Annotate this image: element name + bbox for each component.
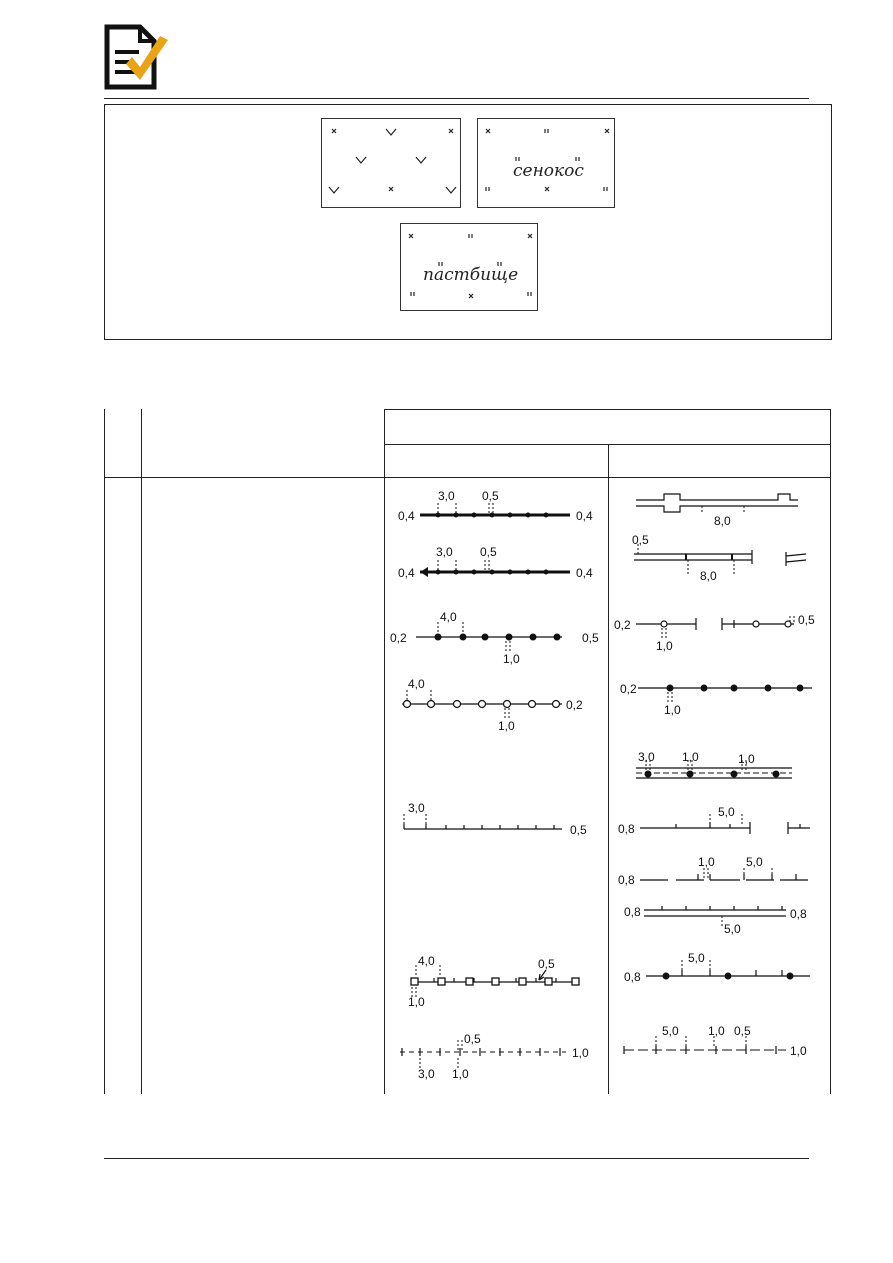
left-symbols-panel: 3,0 0,5 0,4 0,4 3,0 0,5 0,4 0,4 4,0 <box>390 489 599 1081</box>
symbol-row-left-1: 3,0 0,5 0,4 0,4 <box>398 489 593 523</box>
label: 0,2 <box>566 698 583 712</box>
symbol-row-left-6: 4,0 0,5 1,0 <box>408 954 580 1009</box>
symbol-row-right-4: 0,2 1,0 <box>620 682 812 717</box>
label: 5,0 <box>718 805 735 819</box>
pasture-field <box>400 223 538 311</box>
symbol-row-right-9: 0,8 5,0 <box>624 951 810 984</box>
label: 0,8 <box>618 873 635 887</box>
table-border-right <box>830 409 831 1094</box>
label: 1,0 <box>498 719 515 733</box>
label: 0,5 <box>538 957 555 971</box>
label: 0,5 <box>798 613 815 627</box>
table-col-divider-2 <box>384 409 385 1094</box>
label: 1,0 <box>572 1046 589 1060</box>
label: 4,0 <box>440 610 457 624</box>
label: 0,5 <box>570 823 587 837</box>
label: 0,8 <box>618 822 635 836</box>
right-symbols-panel: 8,0 0,5 8,0 0,2 1,0 0,5 0,2 1,0 <box>614 493 815 1058</box>
label: 5,0 <box>746 855 763 869</box>
label: 0,8 <box>624 905 641 919</box>
label: 0,5 <box>632 533 649 547</box>
symbol-row-right-10: 5,0 1,0 0,5 1,0 <box>623 1024 807 1058</box>
label: 1,0 <box>656 639 673 653</box>
label: 0,4 <box>576 509 593 523</box>
label: 1,0 <box>738 752 755 766</box>
pasture-field-label: пастбище <box>423 265 519 285</box>
symbol-row-right-3: 0,2 1,0 0,5 <box>614 613 815 653</box>
label: 5,0 <box>688 951 705 965</box>
symbol-row-right-5: 3,0 1,0 1,0 <box>636 750 792 779</box>
label: 0,5 <box>734 1024 751 1038</box>
label: 1,0 <box>664 703 681 717</box>
label: 1,0 <box>452 1067 469 1081</box>
table-subheader-rule <box>384 444 831 445</box>
label: 0,4 <box>398 509 415 523</box>
label: 4,0 <box>408 677 425 691</box>
header-rule <box>104 98 809 99</box>
symbol-row-left-3: 4,0 0,2 0,5 1,0 <box>390 610 599 666</box>
label: 3,0 <box>638 750 655 764</box>
label: 0,8 <box>624 970 641 984</box>
label: 1,0 <box>408 995 425 1009</box>
label: 0,5 <box>480 545 497 559</box>
footer-rule <box>104 1158 809 1159</box>
label: 0,4 <box>398 566 415 580</box>
table-border-top <box>384 409 831 410</box>
hayfield-field-label: сенокос <box>513 161 584 181</box>
label: 3,0 <box>418 1067 435 1081</box>
symbol-row-right-6: 0,8 5,0 <box>618 805 810 836</box>
label: 1,0 <box>682 750 699 764</box>
label: 0,5 <box>464 1032 481 1046</box>
label: 3,0 <box>438 489 455 503</box>
label: 0,2 <box>390 631 407 645</box>
label: 8,0 <box>714 514 731 528</box>
label: 5,0 <box>662 1024 679 1038</box>
symbol-row-right-1: 8,0 <box>636 493 798 528</box>
label: 0,8 <box>790 907 807 921</box>
label: 1,0 <box>708 1024 725 1038</box>
label: 3,0 <box>436 545 453 559</box>
symbol-row-left-4: 4,0 0,2 1,0 <box>402 677 583 733</box>
label: 0,2 <box>620 682 637 696</box>
document-check-icon <box>104 24 170 90</box>
symbol-row-left-2: 3,0 0,5 0,4 0,4 <box>398 545 593 580</box>
label: 0,5 <box>482 489 499 503</box>
symbol-row-right-8: 0,8 0,8 5,0 <box>624 905 807 936</box>
label: 1,0 <box>503 652 520 666</box>
hayfield-field <box>477 118 615 208</box>
label: 0,4 <box>576 566 593 580</box>
table-col-divider-1 <box>141 409 142 1094</box>
symbol-row-right-7: 0,8 1,0 5,0 <box>618 855 808 887</box>
symbol-row-right-2: 0,5 8,0 <box>632 533 807 583</box>
table-col-divider-3 <box>608 444 609 1094</box>
orchard-field <box>321 118 461 208</box>
symbol-row-left-7: 0,5 1,0 3,0 1,0 <box>400 1032 589 1081</box>
table-header-bottom <box>104 477 831 478</box>
table-border-left <box>104 409 105 1094</box>
land-figure-frame <box>104 104 832 340</box>
label: 0,2 <box>614 618 631 632</box>
label: 1,0 <box>790 1044 807 1058</box>
label: 0,5 <box>582 631 599 645</box>
symbol-row-left-5: 3,0 0,5 <box>403 801 587 837</box>
label: 1,0 <box>698 855 715 869</box>
label: 8,0 <box>700 569 717 583</box>
label: 3,0 <box>408 801 425 815</box>
label: 5,0 <box>724 922 741 936</box>
label: 4,0 <box>418 954 435 968</box>
